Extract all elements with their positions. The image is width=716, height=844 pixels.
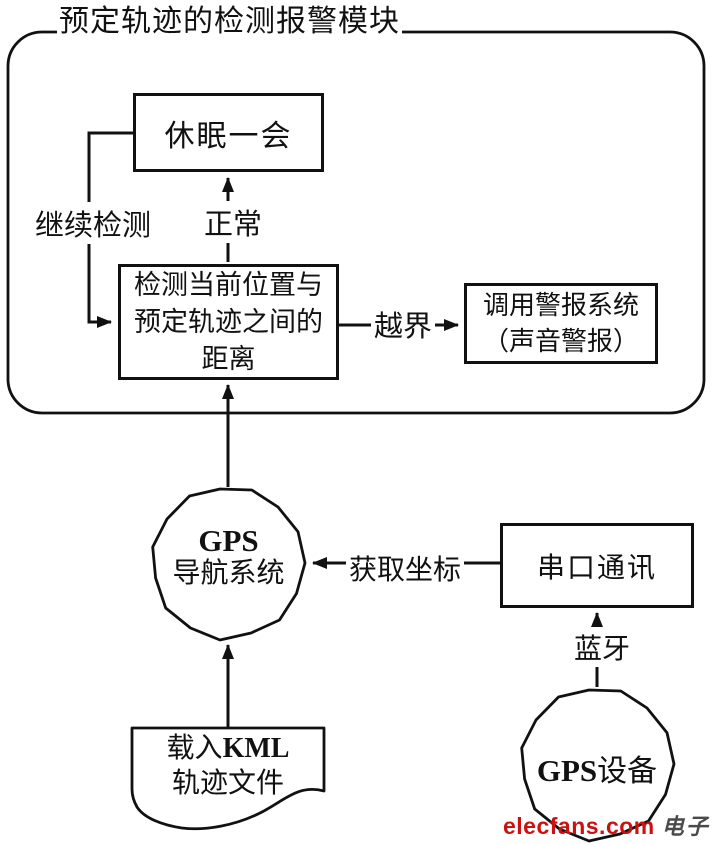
sleep-box-label: 休眠一会 (164, 119, 293, 153)
kml-doc-line2: 轨迹文件 (171, 768, 284, 799)
kml-doc-label: 载入KML 轨迹文件 (134, 731, 322, 801)
alarm-box-line1: 调用警报系统 (482, 290, 639, 320)
kml-doc-line1: 载入KML (166, 733, 290, 764)
sleep-box: 休眠一会 (133, 93, 324, 172)
kml-document-shape (130, 726, 326, 831)
watermark: elecfans.com 电子发烧友 (503, 809, 716, 844)
detect-box-line1: 检测当前位置与 (134, 269, 323, 300)
gps-device-label-en: GPS (536, 753, 598, 788)
serial-comm-box: 串口通讯 (500, 523, 694, 608)
gps-nav-circle (151, 487, 307, 642)
gps-device-label: GPS设备 (513, 746, 681, 790)
gps-device-label-cn: 设备 (597, 755, 658, 788)
alarm-box-line2: （声音警报） (482, 326, 639, 356)
watermark-brand: elecfans.com (503, 813, 655, 839)
detect-box-line3: 距离 (201, 343, 256, 374)
detect-distance-box: 检测当前位置与 预定轨迹之间的 距离 (118, 264, 339, 380)
module-title: 预定轨迹的检测报警模块 (57, 5, 402, 39)
edge-label-out-of-bounds: 越界 (371, 303, 436, 345)
watermark-suffix: 电子发烧友 (661, 814, 710, 839)
gps-nav-label: GPS 导航系统 (152, 524, 305, 590)
detect-box-line2: 预定轨迹之间的 (134, 306, 323, 337)
edge-label-get-coords: 获取坐标 (346, 548, 465, 588)
edge-label-bluetooth: 蓝牙 (571, 627, 634, 667)
edge-label-normal: 正常 (201, 201, 266, 243)
gps-nav-label-cn: 导航系统 (172, 558, 285, 589)
alarm-system-box: 调用警报系统 （声音警报） (464, 283, 658, 364)
serial-box-label: 串口通讯 (536, 552, 657, 584)
gps-nav-label-en: GPS (198, 523, 259, 558)
edge-label-continue-detect: 继续检测 (32, 202, 155, 244)
gps-device-circle (520, 688, 676, 843)
